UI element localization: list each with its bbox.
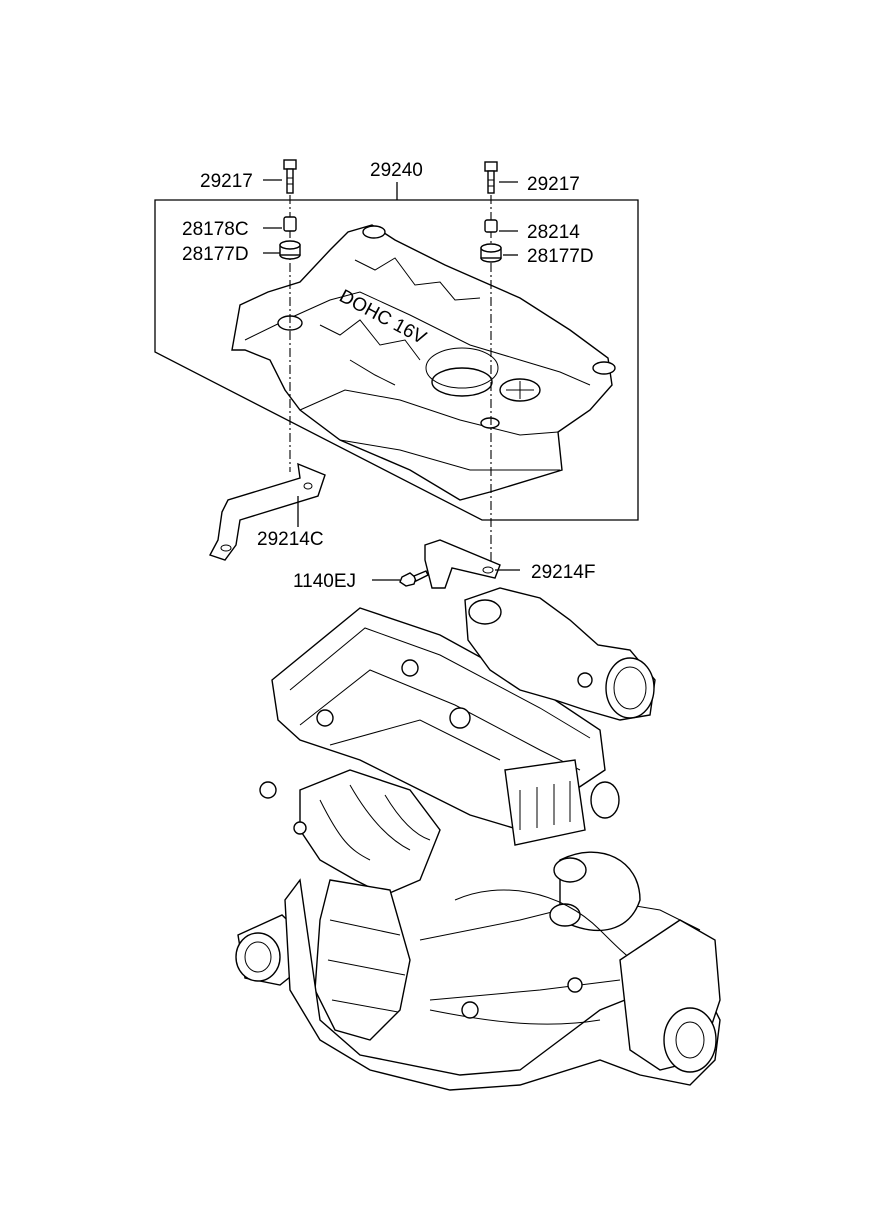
bracket-right-icon xyxy=(424,539,501,589)
engine-cover: DOHC 16V xyxy=(231,224,616,501)
leader-lines xyxy=(263,179,520,581)
bracket-bolt-icon xyxy=(399,570,429,587)
grommet-right-icon xyxy=(480,243,502,263)
callout-bolt-bracket: 1140EJ xyxy=(293,571,356,592)
bolt-right-icon xyxy=(484,161,498,194)
callout-bolt-right: 29217 xyxy=(527,174,580,195)
callout-bracket-left: 29214C xyxy=(257,529,324,550)
callout-bush-right: 28214 xyxy=(527,222,580,243)
callout-bush-left: 28178C xyxy=(182,219,249,240)
engine-assembly-illustration xyxy=(235,587,721,1091)
callout-cover: 29240 xyxy=(370,160,423,181)
bush-left-icon xyxy=(283,216,297,232)
bracket-left-icon xyxy=(208,462,326,561)
grommet-left-icon xyxy=(279,240,301,260)
bolt-left-icon xyxy=(283,159,297,194)
callout-grommet-right: 28177D xyxy=(527,246,594,267)
callout-bracket-right: 29214F xyxy=(531,562,595,583)
callout-grommet-left: 28177D xyxy=(182,244,249,265)
cover-assembly-frame xyxy=(154,182,639,521)
bush-right-icon xyxy=(484,219,498,233)
callout-bolt-left: 29217 xyxy=(200,171,253,192)
